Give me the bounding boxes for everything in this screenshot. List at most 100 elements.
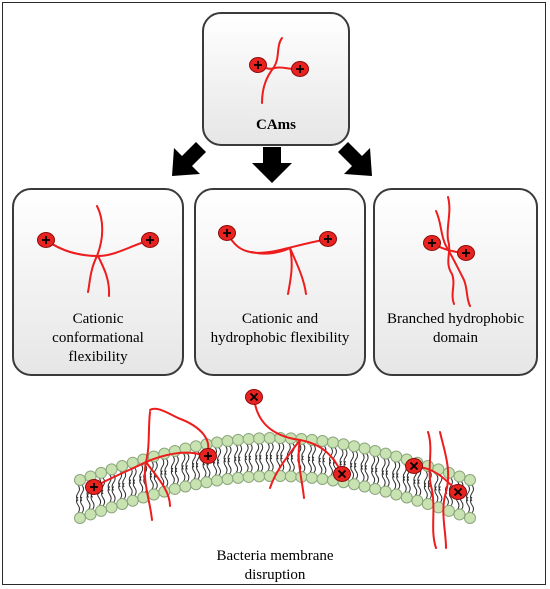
lipid-head: [211, 474, 224, 487]
box-1-label-line-1: Cationic: [72, 311, 124, 327]
plus-sign-icon: [462, 249, 470, 257]
lipid-tail: [244, 443, 253, 473]
lipid-tail: [350, 450, 359, 480]
lipid-head: [168, 482, 181, 495]
lipid-tail: [371, 455, 380, 485]
lipid-tail: [381, 458, 390, 487]
box-1-label: Cationic conformational flexibility: [13, 310, 183, 367]
lipid-head: [453, 470, 466, 483]
box-2-label: Cationic and hydrophobic flexibility: [195, 310, 365, 348]
molecule-cationic-hydrophobic: [226, 232, 329, 295]
lipid-tail: [128, 467, 137, 496]
cross-sign-icon: [249, 392, 259, 402]
cross-sign-icon: [453, 487, 463, 497]
lipid-tail: [339, 448, 348, 478]
lipid-head: [464, 474, 476, 486]
lipid-tail: [276, 442, 285, 472]
lipid-head: [95, 504, 108, 517]
lipid-tail: [255, 443, 264, 472]
plus-sign-icon: [204, 452, 212, 460]
membrane-peptide-chains: [93, 396, 459, 549]
lipid-head: [116, 498, 129, 511]
top-box-label: CAms: [256, 117, 296, 133]
figure-frame: [2, 2, 546, 585]
lipid-tail: [413, 467, 422, 496]
membrane-caption: Bacteria membrane disruption: [150, 547, 400, 585]
lipid-tail: [466, 484, 474, 514]
lipid-head: [126, 494, 139, 507]
lipid-head: [232, 433, 245, 446]
lipid-head: [253, 470, 266, 483]
arrow-center: [252, 147, 292, 183]
box-3-label-line-2: domain: [433, 330, 478, 346]
cross-sign-icon: [409, 461, 419, 471]
box-1-label-line-3: flexibility: [68, 349, 128, 365]
lipid-head: [421, 498, 434, 511]
plus-sign-icon: [90, 483, 98, 491]
lipid-head: [400, 491, 413, 504]
lipid-head: [74, 512, 86, 524]
lipid-head: [369, 444, 382, 457]
lipid-head: [263, 432, 276, 445]
cross-sign-icon: [337, 469, 347, 479]
box-3-label: Branched hydrophobic domain: [374, 310, 537, 348]
lipid-tail: [191, 450, 200, 480]
lipid-tail: [107, 474, 116, 503]
lipid-tail: [118, 470, 127, 500]
lipid-head: [326, 436, 339, 449]
lipid-head: [116, 460, 129, 473]
lipid-head: [242, 432, 255, 445]
lipid-tail: [318, 445, 327, 475]
lipid-head: [337, 438, 350, 451]
lipid-head: [105, 463, 118, 476]
lipid-tail: [402, 464, 411, 493]
lipid-head: [105, 501, 118, 514]
arrow-right: [338, 142, 372, 176]
lipid-head: [211, 436, 224, 449]
lipid-tail: [307, 444, 316, 474]
lipid-head: [369, 482, 382, 495]
box-3-label-line-1: Branched hydrophobic: [386, 311, 525, 327]
lipid-tail: [265, 442, 274, 472]
lipid-head: [253, 432, 266, 445]
membrane-caption-line-2: disruption: [244, 567, 306, 583]
top-box: [202, 12, 350, 146]
lipid-head: [284, 470, 297, 483]
lipid-head: [348, 440, 361, 453]
plus-sign-icon: [146, 236, 154, 244]
lipid-head: [464, 512, 476, 524]
lipid-head: [179, 480, 192, 493]
box-2-label-line-2: hydrophobic flexibility: [210, 330, 350, 346]
lipid-tail: [286, 443, 295, 472]
lipid-tail: [234, 444, 243, 474]
plus-sign-icon: [428, 239, 436, 247]
molecule-cationic-conformational: [45, 205, 151, 297]
lipid-head: [200, 476, 213, 489]
lipid-head: [74, 474, 86, 486]
box-1-label-line-2: conformational: [52, 330, 144, 346]
lipid-tail: [360, 453, 369, 482]
lipid-head: [84, 508, 97, 521]
plus-sign-icon: [223, 229, 231, 237]
lipid-head: [390, 488, 403, 501]
lipid-tail: [160, 458, 169, 487]
lipid-head: [358, 442, 371, 455]
lipid-head: [221, 435, 234, 448]
box-2-label-line-1: Cationic and: [241, 311, 319, 327]
lipid-tail: [223, 445, 232, 475]
charged-groups: [37, 57, 475, 500]
lipid-head: [221, 473, 234, 486]
lipid-head: [316, 435, 329, 448]
lipid-head: [453, 508, 466, 521]
lipid-head: [348, 478, 361, 491]
box-branched-hydrophobic: [373, 188, 538, 376]
lipid-head: [358, 480, 371, 493]
lipid-head: [411, 494, 424, 507]
lipid-head: [305, 471, 318, 484]
plus-sign-icon: [42, 236, 50, 244]
lipid-head: [232, 471, 245, 484]
lipid-head: [390, 450, 403, 463]
lipid-tail: [170, 455, 179, 485]
lipid-head: [442, 504, 455, 517]
